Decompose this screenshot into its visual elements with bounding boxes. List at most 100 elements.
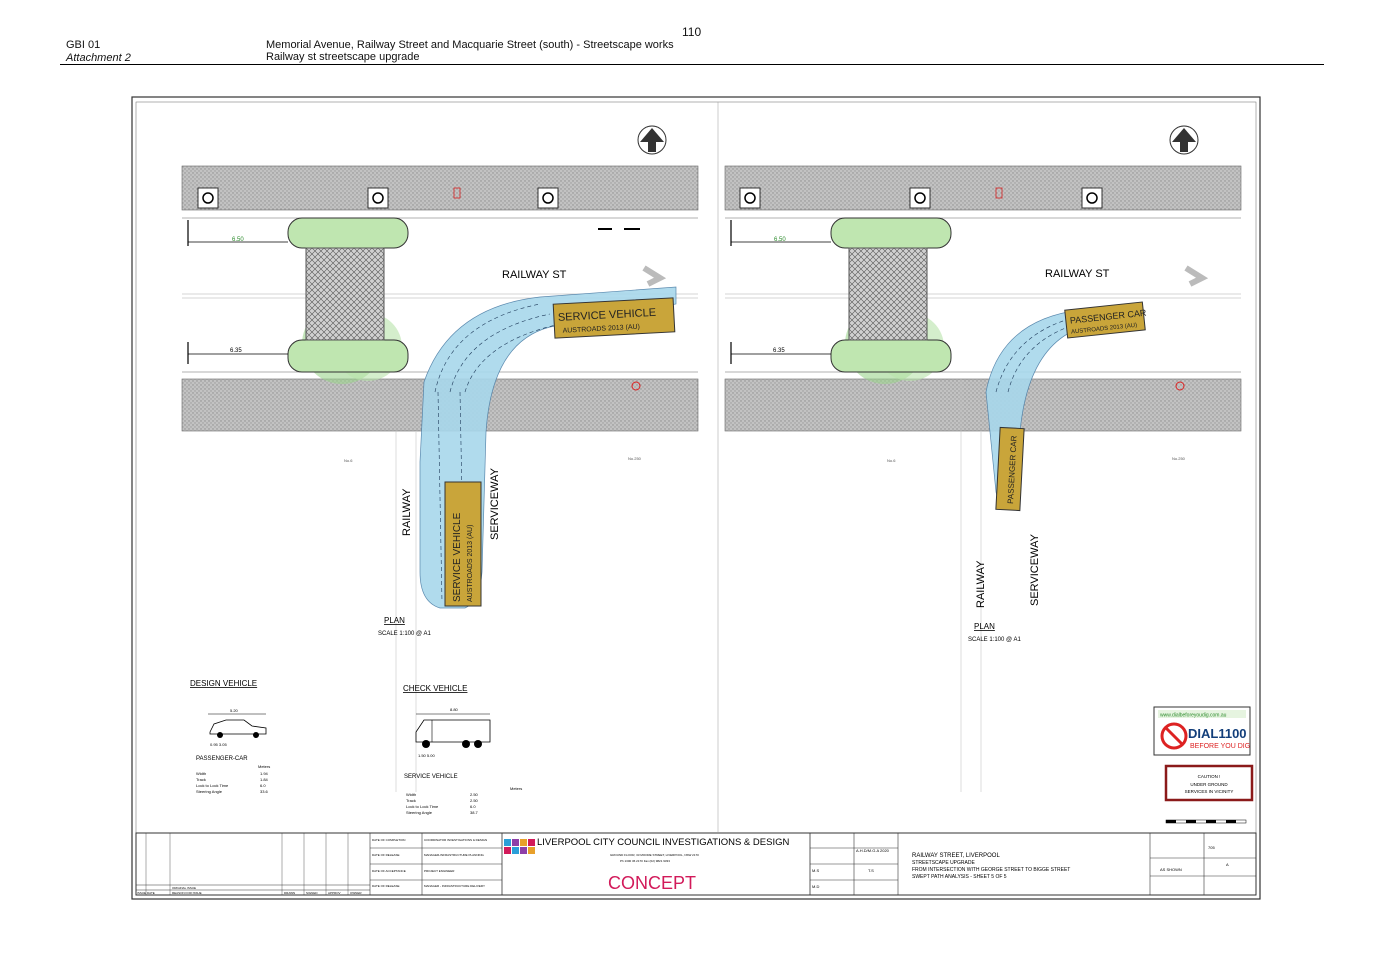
crossing-paving (305, 247, 385, 341)
revision-header: SIGNED (306, 891, 318, 895)
tb-issue: A (1226, 862, 1229, 867)
street-label: RAILWAY ST (502, 269, 567, 281)
dimension-label: 6.35 (230, 348, 242, 354)
planter-south (287, 339, 409, 373)
planter-north (287, 217, 409, 249)
scale-bar (1165, 819, 1247, 824)
drawing-title: STREETSCAPE UPGRADE (912, 860, 975, 866)
check-vehicle-panel: CHECK VEHICLE 8.80 1.50 5.00 SERVICE VEH… (403, 684, 522, 815)
revision-header: OWNER (350, 891, 362, 895)
revision-header: ISSUE (137, 891, 146, 895)
planter-south (830, 339, 952, 373)
pit-icon (909, 187, 931, 209)
truck-icon (415, 719, 491, 743)
spec-label: Width (196, 771, 206, 776)
lane-label: SERVICEWAY (1029, 533, 1041, 606)
service-vehicle-box (444, 481, 482, 607)
vehicle-label: AUSTROADS 2013 (AU) (467, 525, 474, 602)
attachment-label: Attachment 2 (66, 52, 131, 64)
spec-label: Width (406, 792, 416, 797)
sheet-border (131, 96, 1261, 900)
tb-role: PROJECT ENGINEER (424, 869, 455, 873)
footpath-north (181, 165, 699, 211)
spec-value: 1.94 (260, 771, 269, 776)
plan-scale: SCALE 1:100 @ A1 (968, 637, 1021, 643)
car-icon (209, 719, 267, 735)
traffic-arrow (642, 265, 667, 287)
pit-icon (197, 187, 219, 209)
council-address: GROUND FLOOR, 33 MOORE STREET, LIVERPOOL… (610, 853, 699, 857)
tb-field-label: DATE OF RELEASE (372, 853, 399, 857)
engineering-drawing-sheet: 6.50 6.35 RAILWAY ST SERVICE VEHICLE AUS… (131, 96, 1261, 900)
spec-value: 33.6 (260, 789, 269, 794)
vehicle-label: SERVICE VEHICLE (452, 512, 463, 602)
plan-scale: SCALE 1:100 @ A1 (378, 631, 431, 637)
lot-label: No.250 (628, 456, 642, 461)
design-vehicle-heading: DESIGN VEHICLE (190, 679, 257, 688)
drawing-title: SWEPT PATH ANALYSIS - SHEET 5 OF 5 (912, 874, 1007, 880)
tb-field-label: DATE OF ACCEPTANCE (372, 869, 406, 873)
check-vehicle-name: SERVICE VEHICLE (404, 774, 458, 780)
north-arrow-icon (640, 128, 664, 152)
hydrant-icon (995, 187, 1003, 199)
planter-north (830, 217, 952, 249)
vehicle-dims: 1.50 5.00 (418, 753, 435, 758)
revision-header: REASON FOR ISSUE (172, 891, 202, 895)
report-title: Memorial Avenue, Railway Street and Macq… (266, 39, 674, 51)
spec-value: 1.84 (260, 777, 269, 782)
vehicle-label: AUSTROADS 2013 (AU) (562, 324, 640, 335)
dimension-label: 6.50 (774, 237, 786, 243)
drawing-title: FROM INTERSECTION WITH GEORGE STREET TO … (912, 867, 1070, 873)
caution-line: CAUTION ! (1198, 774, 1221, 779)
caution-box: CAUTION ! UNDER GROUND SERVICES IN VICIN… (1164, 764, 1254, 802)
pit-icon (1081, 187, 1103, 209)
tb-dwg-no: 705 (1208, 845, 1215, 850)
vehicle-length: 5.20 (230, 708, 239, 713)
tb-field-label: DATE OF RELEASE (372, 884, 399, 888)
hydrant-icon (631, 381, 641, 391)
pit-icon (739, 187, 761, 209)
spec-value: 6.0 (260, 783, 266, 788)
lot-label: No.6 (344, 458, 353, 463)
tb-role: COORDINATOR INVESTIGATIONS & DESIGN (424, 838, 487, 842)
vehicle-units: Meters (510, 786, 522, 791)
council-logo (504, 839, 535, 854)
council-name: LIVERPOOL CITY COUNCIL INVESTIGATIONS & … (537, 837, 789, 848)
street-label: RAILWAY ST (1045, 268, 1110, 280)
spec-value: 2.50 (470, 798, 479, 803)
north-arrow-icon (1172, 128, 1196, 152)
passenger-car-box (995, 426, 1025, 512)
footpath-south (724, 378, 1242, 432)
vehicle-units: Meters (258, 764, 270, 769)
drawing-title: RAILWAY STREET, LIVERPOOL (912, 853, 1000, 859)
spec-label: Steering Angle (196, 789, 223, 794)
traffic-arrow (1184, 265, 1209, 287)
design-vehicle-panel: DESIGN VEHICLE 5.20 0.95 3.05 PASSENGER-… (190, 679, 270, 794)
council-phone: Ph 1300 36 2170 Fax (02) 9821 9333 (620, 859, 670, 863)
swept-path (419, 286, 677, 609)
plan-left: 6.50 6.35 RAILWAY ST SERVICE VEHICLE AUS… (181, 125, 699, 792)
pit-icon (537, 187, 559, 209)
hydrant-icon (1175, 381, 1185, 391)
tb-field-label: DATE OF COMPLETION (372, 838, 405, 842)
tb-datum: A.H.D/M.G.A 2020 (856, 848, 890, 853)
spec-value: 38.7 (470, 810, 479, 815)
plan-title: PLAN (974, 622, 995, 631)
caution-line: UNDER GROUND (1190, 782, 1228, 787)
revision-header: APPROV (328, 891, 341, 895)
check-vehicle-heading: CHECK VEHICLE (403, 684, 467, 693)
hydrant-icon (453, 187, 461, 199)
footpath-north (724, 165, 1242, 211)
lane-label: RAILWAY (975, 560, 987, 608)
spec-label: Steering Angle (406, 810, 433, 815)
tb-designed: M.S (812, 868, 819, 873)
lane-label: SERVICEWAY (489, 467, 501, 540)
revision-header: DATE (147, 891, 155, 895)
vehicle-label: PASSENGER CAR (1006, 435, 1019, 504)
pit-icon (367, 187, 389, 209)
caution-line: SERVICES IN VICINITY (1185, 789, 1234, 794)
